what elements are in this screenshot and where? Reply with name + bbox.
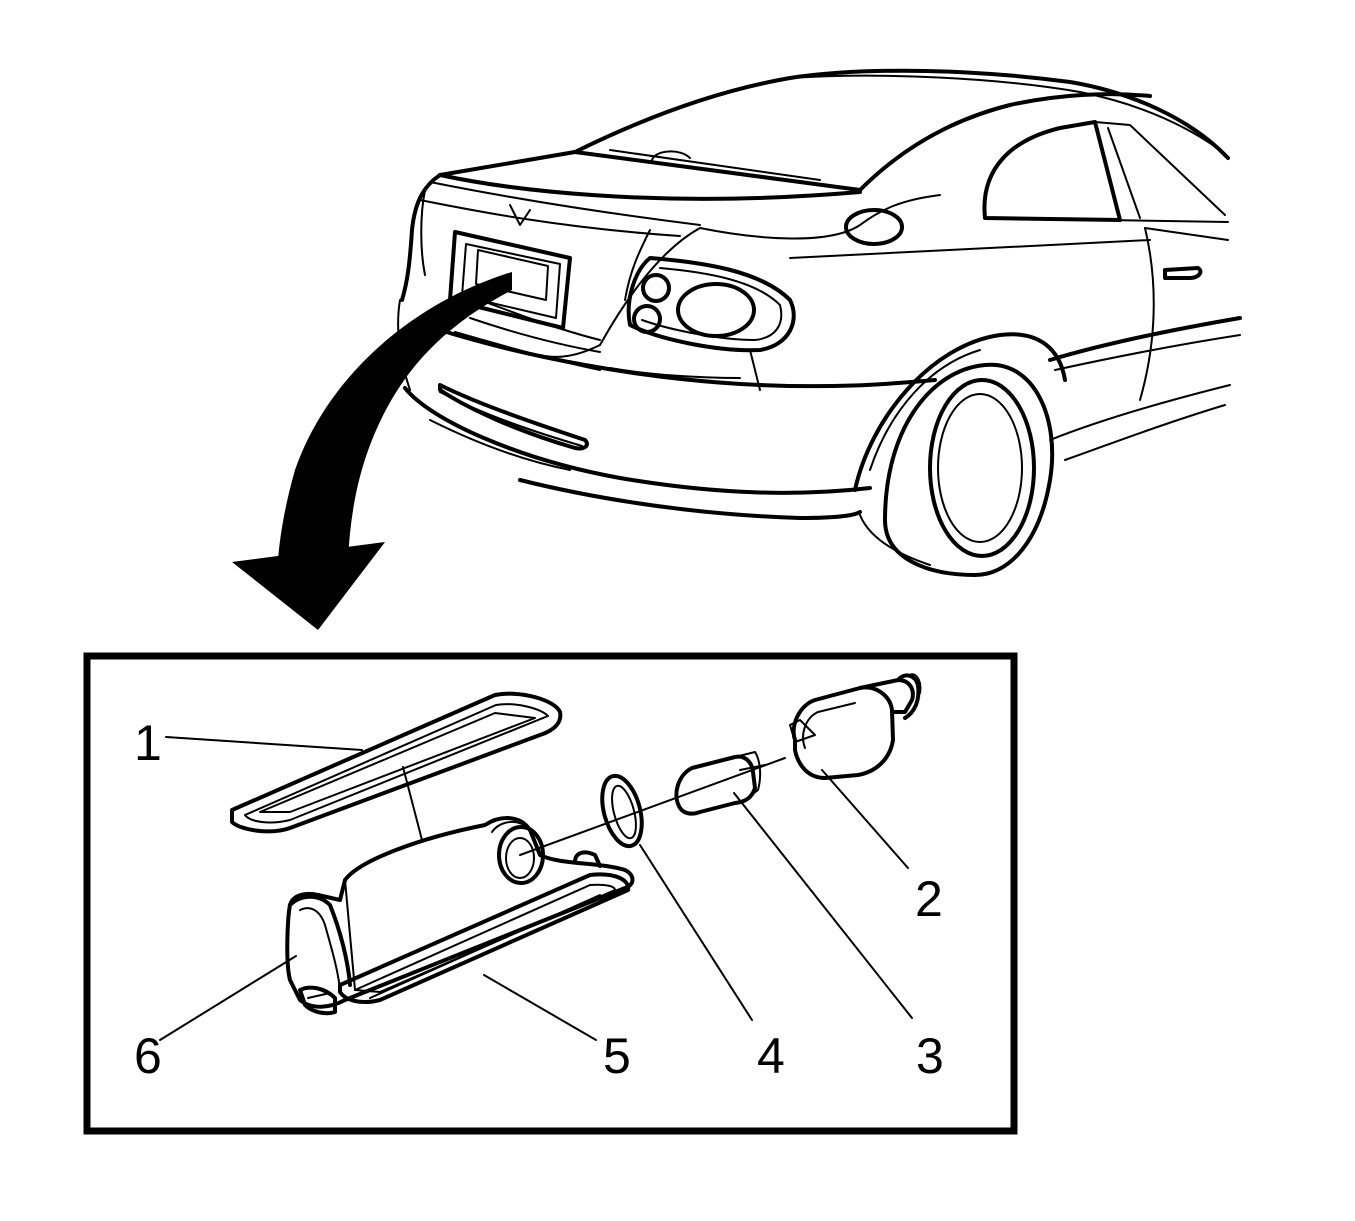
- callout-1: 1: [134, 715, 162, 771]
- leader-lines: [159, 736, 913, 1041]
- car-rear-illustration: [397, 68, 1242, 577]
- callout-3: 3: [916, 1028, 944, 1084]
- gasket-part: [600, 773, 644, 849]
- lens-drop-line: [402, 766, 423, 841]
- callout-6: 6: [134, 1028, 162, 1084]
- socket-part: [789, 673, 922, 780]
- callout-4: 4: [757, 1028, 785, 1084]
- callout-5: 5: [603, 1028, 631, 1084]
- detail-box: [83, 652, 1018, 1135]
- lens-part: [230, 691, 563, 834]
- assembly-axis-line: [519, 757, 786, 856]
- lamp-housing-part: [285, 816, 635, 1016]
- bulb-part: [674, 751, 766, 816]
- zoom-arrow: [232, 272, 512, 630]
- callout-2: 2: [915, 871, 943, 927]
